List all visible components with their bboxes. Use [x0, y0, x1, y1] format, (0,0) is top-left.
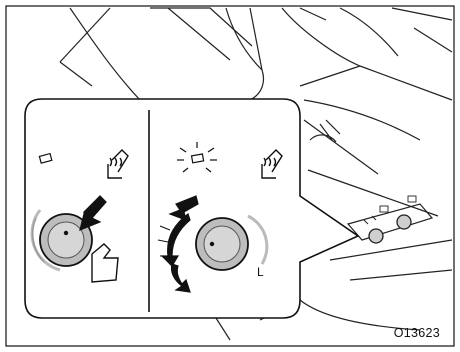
console-knob-left [369, 229, 383, 243]
console-knob-right [397, 215, 411, 229]
knob-scale-label: L [257, 265, 264, 279]
figure-code: O13623 [394, 326, 440, 340]
